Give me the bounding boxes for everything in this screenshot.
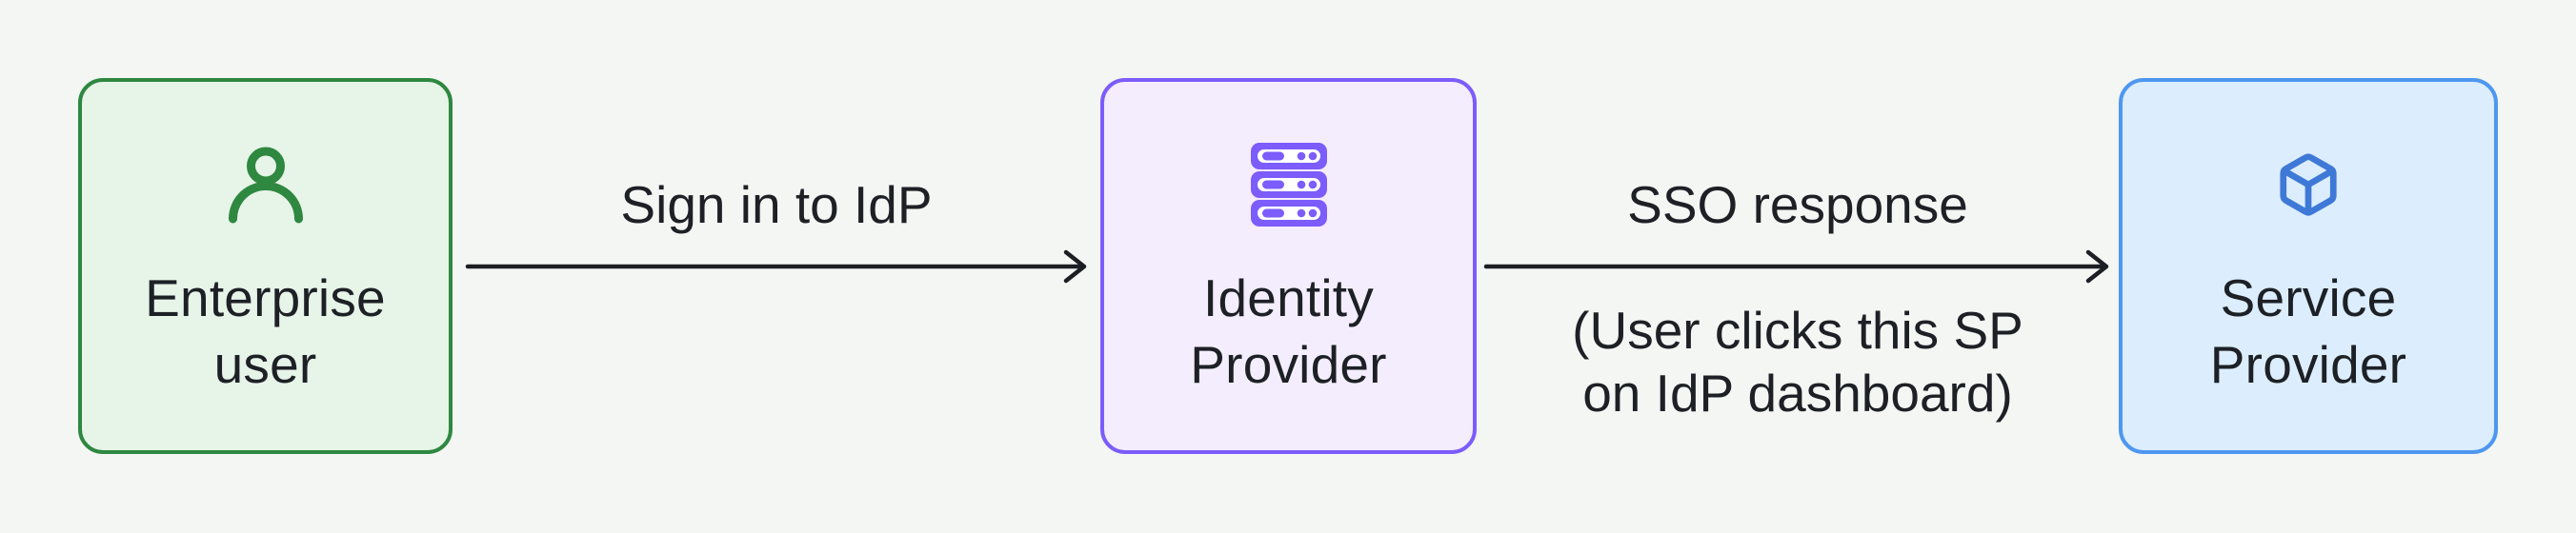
edge-caption-line: (User clicks this SP — [1572, 301, 2023, 360]
node-label-line: Provider — [2209, 335, 2407, 394]
edge-label: Sign in to IdP — [620, 175, 933, 234]
node-identity-provider: Identity Provider — [1100, 78, 1477, 454]
node-label-service-provider: Service Provider — [2123, 265, 2494, 398]
node-label-identity-provider: Identity Provider — [1104, 265, 1473, 398]
node-label-line: user — [213, 335, 317, 394]
arrow-right-icon — [465, 249, 1087, 284]
node-label-line: Service — [2220, 268, 2397, 327]
user-icon — [82, 139, 449, 230]
server-icon — [1104, 139, 1473, 230]
edge-caption: (User clicks this SP on IdP dashboard) — [1477, 299, 2119, 424]
node-label-line: Identity — [1203, 268, 1374, 327]
node-label-enterprise-user: Enterprise user — [82, 265, 449, 398]
edge-label: SSO response — [1627, 175, 1968, 234]
node-label-line: Enterprise — [145, 268, 386, 327]
cube-icon — [2123, 139, 2494, 230]
edge-sign-in-to-idp: Sign in to IdP — [453, 0, 1100, 533]
edge-sso-response: SSO response (User clicks this SP on IdP… — [1477, 0, 2119, 533]
edge-caption-line: on IdP dashboard) — [1582, 364, 2013, 423]
arrow-right-icon — [1483, 249, 2109, 284]
node-label-line: Provider — [1190, 335, 1387, 394]
node-enterprise-user: Enterprise user — [78, 78, 453, 454]
node-service-provider: Service Provider — [2119, 78, 2498, 454]
